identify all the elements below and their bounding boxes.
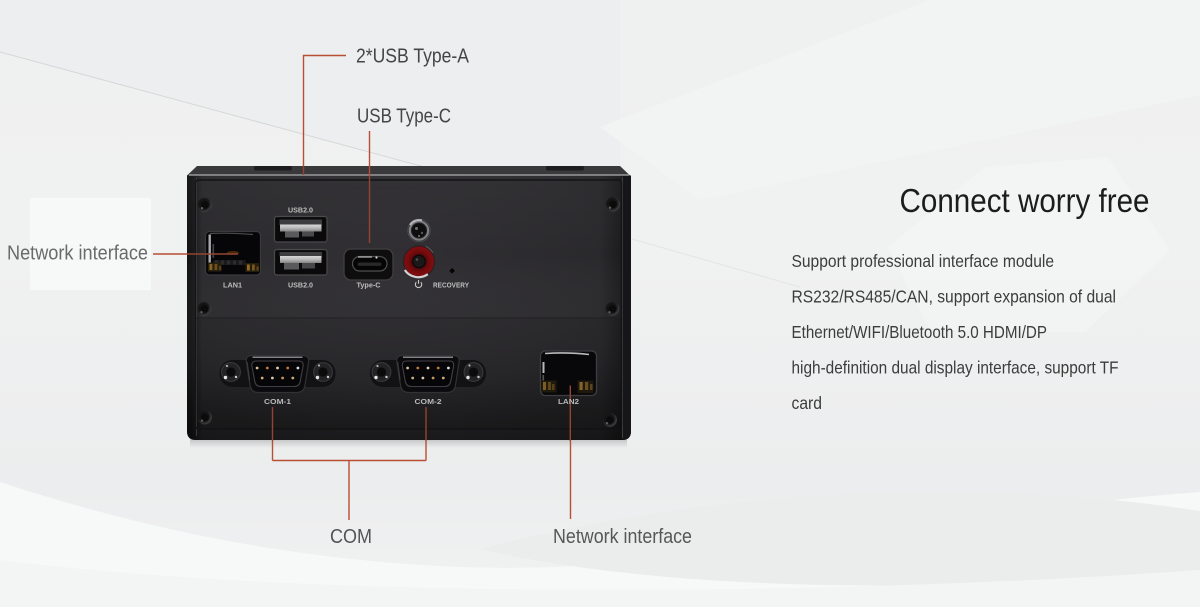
svg-text:Network interface: Network interface <box>7 243 148 265</box>
svg-text:COM-2: COM-2 <box>415 399 442 406</box>
svg-text:Ethernet/WIFI/Bluetooth 5.0 HD: Ethernet/WIFI/Bluetooth 5.0 HDMI/DP <box>792 322 1048 342</box>
svg-text:LAN2: LAN2 <box>558 399 579 406</box>
svg-text:LAN1: LAN1 <box>223 283 242 290</box>
svg-text:high-definition dual display i: high-definition dual display interface, … <box>792 358 1119 378</box>
svg-text:Connect worry free: Connect worry free <box>900 183 1150 220</box>
svg-text:COM-1: COM-1 <box>264 399 291 406</box>
svg-text:Support professional interface: Support professional interface module <box>792 251 1055 271</box>
svg-text:Type-C: Type-C <box>357 283 381 290</box>
svg-text:2*USB Type-A: 2*USB Type-A <box>356 46 470 68</box>
svg-text:USB2.0: USB2.0 <box>288 283 313 290</box>
svg-text:USB2.0: USB2.0 <box>288 208 313 215</box>
svg-text:USB Type-C: USB Type-C <box>357 106 451 128</box>
svg-text:COM: COM <box>330 526 372 548</box>
svg-text:Network interface: Network interface <box>553 526 692 548</box>
svg-text:card: card <box>792 393 823 413</box>
svg-text:RS232/RS485/CAN, support expan: RS232/RS485/CAN, support expansion of du… <box>792 287 1117 307</box>
svg-text:RECOVERY: RECOVERY <box>433 283 469 290</box>
